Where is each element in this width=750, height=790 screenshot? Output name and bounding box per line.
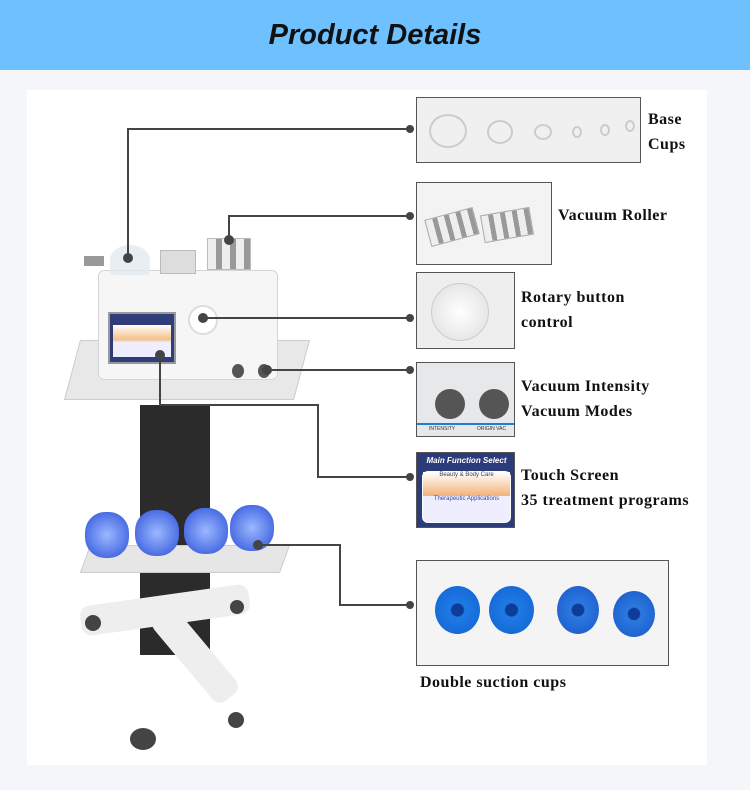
blue-cup [184,508,228,554]
rotary-button-photo [416,272,515,349]
header-banner: Product Details [0,0,750,70]
intensity-knob-label: INTENSITY [429,426,456,432]
screen-option: Therapeutic Applications [433,496,500,502]
callout-touch-screen: Touch Screen 35 treatment programs [521,463,689,513]
label-line: Cups [648,136,686,153]
label-line: Rotary button [521,289,625,306]
label-line: 35 treatment programs [521,492,690,509]
vacuum-knobs-photo: INTENSITY ORIGIN VAC [416,362,515,437]
callout-base-cups: Base Cups [648,107,686,157]
vacuum-roller-photo [416,182,552,265]
callout-double-suction-cups: Double suction cups [420,670,566,695]
origin-vac-knob-label: ORIGIN VAC [477,426,507,432]
label-line: Base [648,111,682,128]
label-line: Vacuum Roller [558,207,668,224]
label-line: control [521,314,574,331]
label-line: Vacuum Intensity [521,378,650,395]
screen-option: Beauty & Body Care [423,472,510,496]
page-title: Product Details [268,18,482,51]
callout-rotary-button: Rotary button control [521,285,625,335]
callout-vacuum-knobs: Vacuum Intensity Vacuum Modes [521,374,650,424]
screen-title: Main Function Select [426,456,507,465]
blue-cup [85,512,129,558]
blue-cup [230,505,274,551]
label-line: Double suction cups [420,674,567,691]
touch-screen-photo: Main Function Select Beauty & Body Care … [416,452,515,528]
base-cups-photo [416,97,641,163]
double-suction-cups-photo [416,560,669,666]
blue-cup [135,510,179,556]
label-line: Vacuum Modes [521,403,633,420]
callout-vacuum-roller: Vacuum Roller [558,203,667,228]
label-line: Touch Screen [521,467,620,484]
